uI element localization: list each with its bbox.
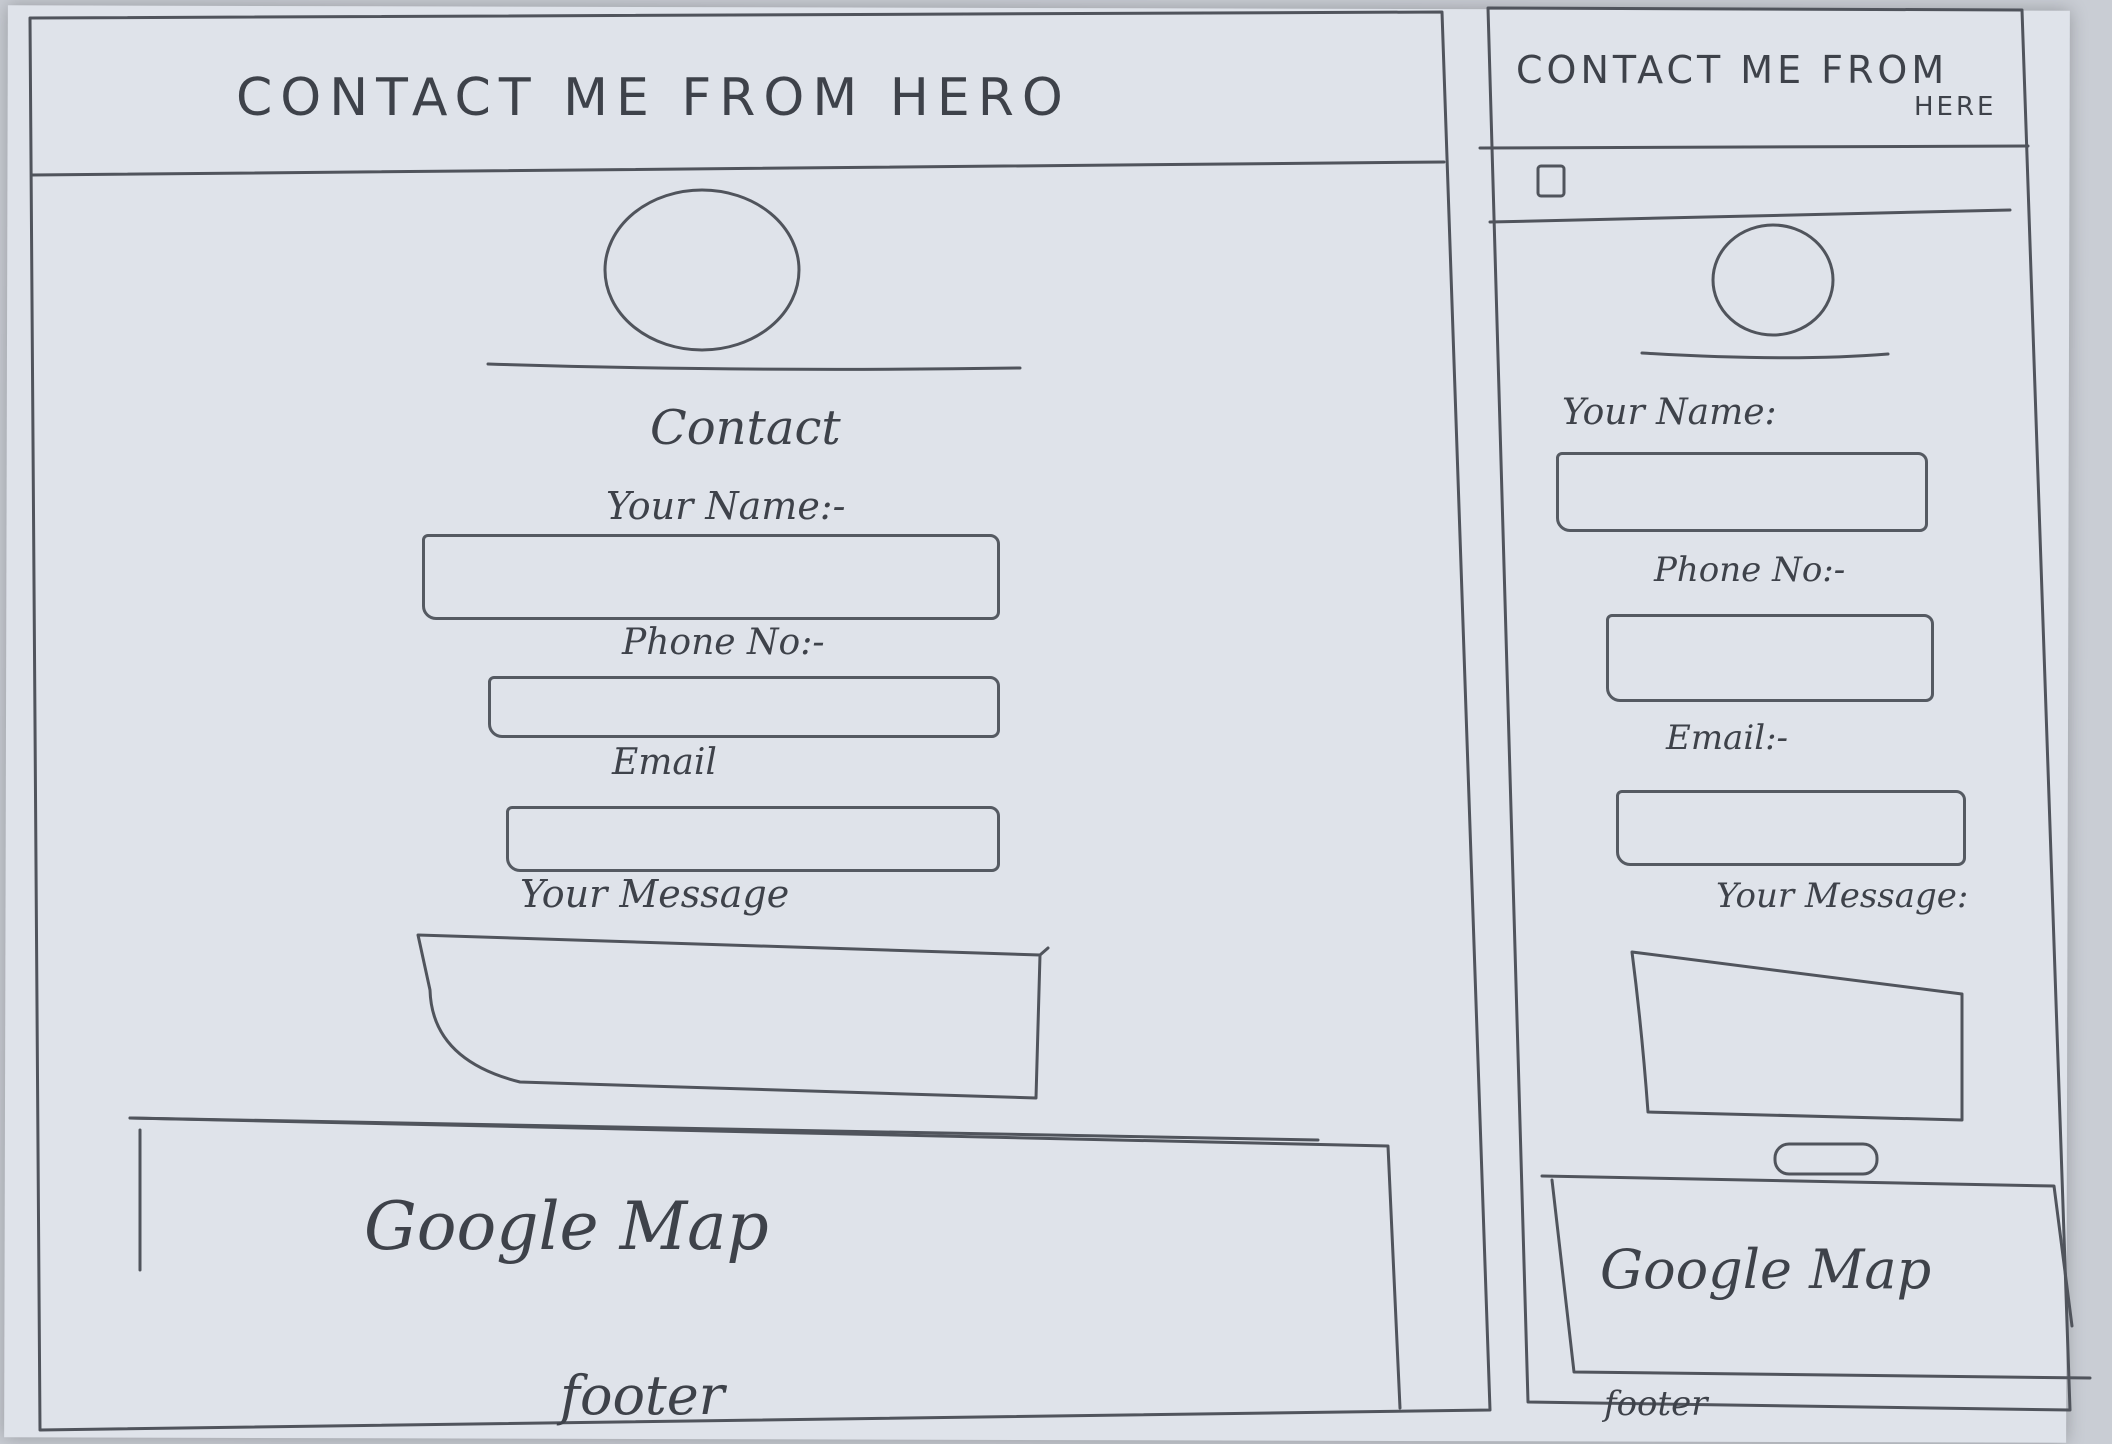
mobile-footer-label: footer (1604, 1384, 1708, 1424)
mobile-message-label: Your Message: (1716, 876, 1969, 916)
mobile-header-title-line2: HERE (1914, 92, 1997, 122)
mobile-avatar-circle (1711, 223, 1835, 337)
mobile-submit-button (1773, 1142, 1879, 1176)
mobile-email-label: Email:- (1666, 718, 1789, 758)
desktop-message-label: Your Message (520, 872, 790, 916)
desktop-name-label: Your Name:- (606, 484, 846, 528)
desktop-frame (28, 10, 1492, 1432)
desktop-message-box (416, 933, 1042, 1100)
mobile-frame (1486, 6, 2072, 1412)
desktop-avatar-underline (486, 362, 1022, 371)
mobile-message-box (1630, 950, 1964, 1122)
desktop-phone-label: Phone No:- (622, 622, 825, 663)
desktop-map-label: Google Map (364, 1188, 769, 1265)
desktop-map-frame (128, 1116, 1402, 1410)
mobile-email-input[interactable] (1616, 790, 1966, 866)
mobile-header-divider (1478, 144, 2030, 150)
desktop-footer-label: footer (560, 1364, 725, 1427)
desktop-header-divider (30, 160, 1446, 177)
mobile-map-label: Google Map (1600, 1238, 1932, 1301)
mobile-avatar-underline (1640, 351, 1890, 360)
desktop-contact-heading: Contact (650, 400, 841, 456)
mobile-name-label: Your Name: (1562, 392, 1777, 433)
desktop-email-input[interactable] (506, 806, 1000, 872)
desktop-header-title: CONTACT ME FROM HERO (236, 68, 1071, 128)
desktop-name-input[interactable] (422, 534, 1000, 620)
mobile-phone-label: Phone No:- (1654, 550, 1846, 590)
desktop-phone-input[interactable] (488, 676, 1000, 738)
mobile-nav-divider (1488, 208, 2012, 224)
mobile-map-frame (1540, 1174, 2092, 1380)
mobile-phone-input[interactable] (1606, 614, 1934, 702)
desktop-email-label: Email (612, 742, 717, 783)
mobile-header-title-line1: CONTACT ME FROM (1516, 48, 1949, 92)
mobile-name-input[interactable] (1556, 452, 1928, 532)
mobile-menu-icon (1536, 164, 1566, 198)
desktop-avatar-circle (603, 188, 801, 352)
